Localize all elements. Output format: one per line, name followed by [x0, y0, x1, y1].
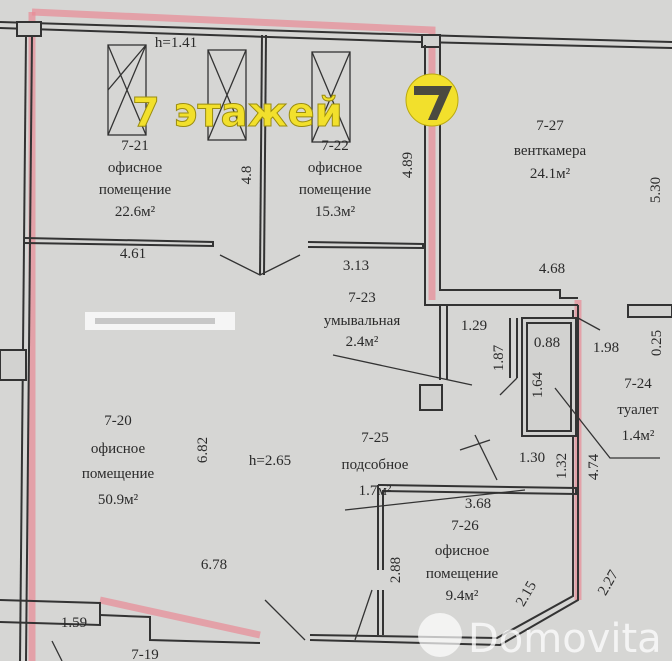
windows — [107, 44, 351, 143]
room-name: офисное — [308, 160, 363, 176]
dimension: 6.78 — [201, 557, 227, 573]
room-id: 7-22 — [321, 138, 349, 154]
room-id: 7-25 — [361, 430, 389, 446]
room-name: офисное — [91, 441, 146, 457]
room-area: 1.4м² — [622, 428, 655, 444]
dimension: 2.88 — [388, 557, 404, 583]
logo-7-icon — [405, 73, 459, 127]
domovita-watermark: Domovita — [418, 613, 662, 661]
dimension: 4.89 — [400, 152, 416, 178]
dimension: 1.64 — [530, 371, 546, 398]
room-7-22: 7-22 офисное помещение 15.3м² — [299, 138, 372, 220]
dimension: 3.68 — [465, 496, 491, 512]
room-name: помещение — [82, 466, 155, 482]
room-name: венткамера — [514, 143, 587, 159]
room-name: офисное — [108, 160, 163, 176]
room-7-19-id: 7-19 — [131, 647, 159, 661]
door-swings — [51, 254, 660, 661]
watermark-text: Domovita — [468, 616, 662, 661]
room-name: туалет — [617, 402, 659, 418]
ceiling-height: h=2.65 — [249, 453, 291, 469]
room-area: 1.7м² — [359, 483, 392, 499]
room-id: 7-26 — [451, 518, 479, 534]
dimension: 3.13 — [343, 258, 369, 274]
dimension: 0.88 — [534, 335, 560, 351]
room-area: 2.4м² — [346, 334, 379, 350]
dimension: 4.61 — [120, 246, 146, 262]
window-3 — [311, 51, 351, 143]
redacted-scribble — [95, 318, 215, 324]
room-id: 7-21 — [121, 138, 149, 154]
room-7-20: 7-20 офисное помещение 50.9м² — [82, 413, 155, 508]
dimension: 0.25 — [649, 330, 665, 356]
room-7-26: 7-26 офисное помещение 9.4м² — [426, 518, 499, 604]
dimension: 1.32 — [554, 453, 570, 479]
window-1 — [107, 44, 147, 136]
room-area: 15.3м² — [315, 204, 356, 220]
room-id: 7-23 — [348, 290, 376, 306]
room-area: 24.1м² — [530, 166, 571, 182]
dimension: 6.82 — [195, 437, 211, 463]
dimension: 1.30 — [519, 450, 545, 466]
ceiling-height-window: h=1.41 — [155, 35, 197, 51]
room-7-24: 7-24 туалет 1.4м² — [617, 376, 659, 444]
dimension: 1.29 — [461, 318, 487, 334]
dimension: 1.98 — [593, 340, 619, 356]
dimension: 5.30 — [648, 177, 664, 203]
promo-text: 7 этажей — [132, 90, 343, 136]
room-7-21: 7-21 офисное помещение 22.6м² — [99, 138, 172, 220]
dimension: 1.87 — [491, 344, 507, 371]
room-name: умывальная — [324, 313, 401, 329]
room-name: помещение — [99, 182, 172, 198]
walls — [0, 21, 672, 661]
room-name: помещение — [299, 182, 372, 198]
dimensions: 4.61 4.89 3.13 4.68 5.30 1.29 1.87 0.88 … — [61, 152, 665, 631]
room-area: 50.9м² — [98, 492, 139, 508]
room-area: 22.6м² — [115, 204, 156, 220]
dimension: 1.59 — [61, 615, 87, 631]
dimension: 4.68 — [539, 261, 565, 277]
room-area: 9.4м² — [446, 588, 479, 604]
room-name: офисное — [435, 543, 490, 559]
room-name: помещение — [426, 566, 499, 582]
room-7-27: 7-27 венткамера 24.1м² — [514, 118, 587, 182]
room-id: 7-20 — [104, 413, 132, 429]
room-id: 7-24 — [624, 376, 652, 392]
dimension: 4.8 — [239, 166, 255, 185]
room-7-23: 7-23 умывальная 2.4м² — [324, 290, 401, 350]
room-id: 7-27 — [536, 118, 564, 134]
dimension: 4.74 — [586, 453, 602, 480]
room-name: подсобное — [342, 457, 409, 473]
room-7-25: 7-25 подсобное 1.7м² — [342, 430, 409, 499]
window-2 — [207, 49, 247, 141]
